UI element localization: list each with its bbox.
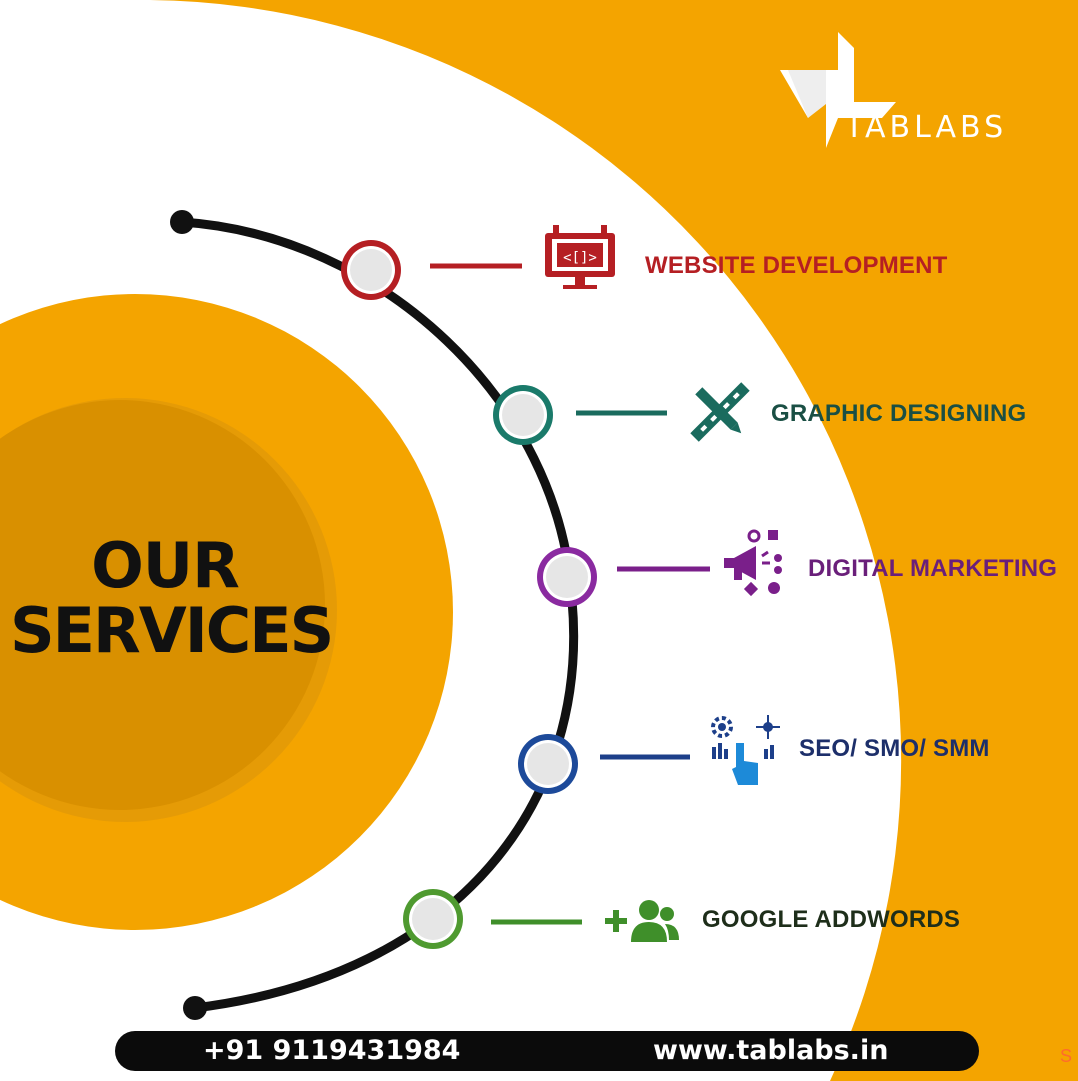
brand-name: TABLABS xyxy=(845,110,1008,145)
headline-services: SERVICES xyxy=(10,594,334,667)
headline-our: OUR xyxy=(91,529,240,602)
contact-phone[interactable]: +91 9119431984 xyxy=(203,1035,461,1066)
service-node-google xyxy=(403,889,582,949)
orange-right-shape xyxy=(150,0,1078,1081)
megaphone-icon xyxy=(724,529,782,597)
cropped-corner-text: S xyxy=(1060,1046,1073,1066)
tablabs-logo-icon xyxy=(780,32,896,148)
arc-end-dot xyxy=(183,996,207,1020)
service-label-google: GOOGLE ADDWORDS xyxy=(702,906,961,933)
left-inner-circle xyxy=(0,400,325,810)
arc-start-dot xyxy=(170,210,194,234)
service-label-seo: SEO/ SMO/ SMM xyxy=(799,735,990,762)
svg-text:<[]>: <[]> xyxy=(563,250,597,266)
seo-touch-icon xyxy=(711,715,780,785)
graphic-design-tools-icon xyxy=(690,382,750,442)
contact-bar xyxy=(115,1031,979,1071)
add-users-icon xyxy=(605,900,679,942)
service-label-digital: DIGITAL MARKETING xyxy=(808,555,1058,582)
service-node-website xyxy=(341,240,522,300)
website-development-icon: <[]> xyxy=(545,225,615,289)
service-label-website: WEBSITE DEVELOPMENT xyxy=(645,252,948,279)
service-node-digital xyxy=(537,547,710,607)
service-node-graphic xyxy=(493,385,667,445)
service-node-seo xyxy=(518,734,690,794)
contact-website-link[interactable]: www.tablabs.in xyxy=(653,1035,889,1066)
service-label-graphic: GRAPHIC DESIGNING xyxy=(771,400,1027,427)
